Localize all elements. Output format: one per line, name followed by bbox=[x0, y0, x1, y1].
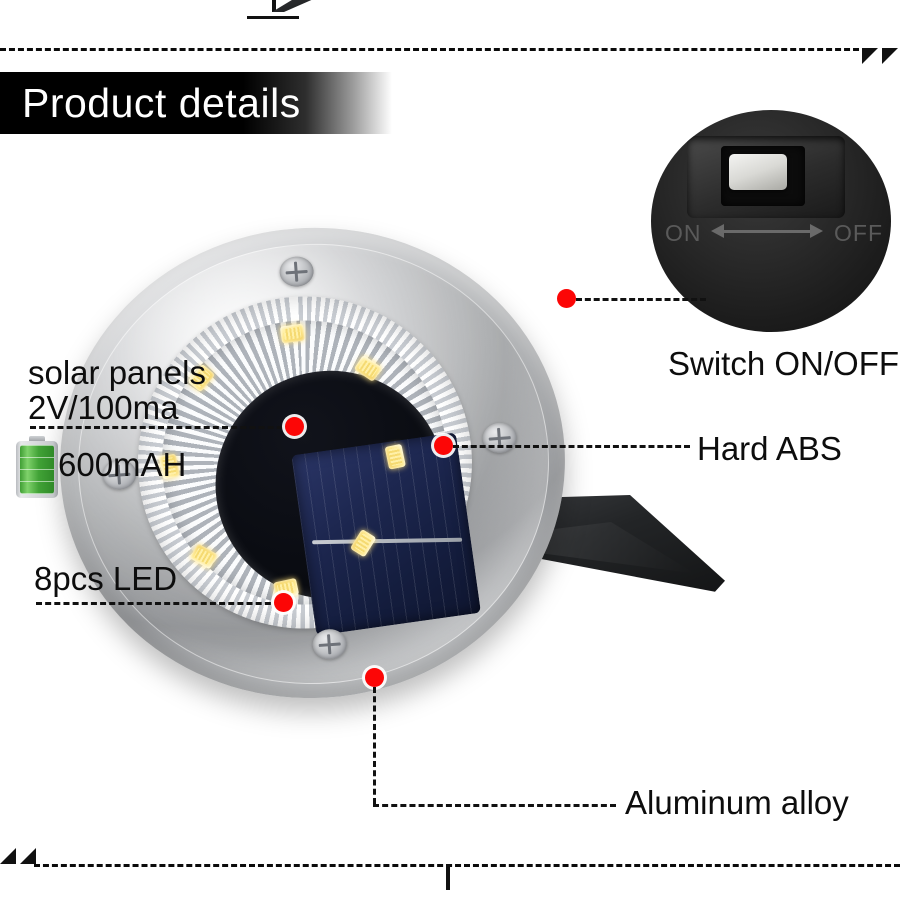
callout-solar-panels-line1: solar panels bbox=[28, 354, 206, 391]
callout-hard-abs: Hard ABS bbox=[697, 430, 842, 467]
leader-line-aluminum-horizontal bbox=[373, 804, 616, 807]
corner-mark-top-right-2 bbox=[882, 48, 898, 64]
callout-aluminum-alloy: Aluminum alloy bbox=[625, 784, 849, 821]
double-arrow-icon bbox=[711, 224, 823, 238]
leader-line-hard-abs bbox=[453, 445, 690, 448]
corner-mark-top-right-1 bbox=[862, 48, 878, 64]
switch-on-label: ON bbox=[665, 220, 702, 246]
top-right-stake-remnant bbox=[272, 0, 322, 12]
solar-busbar bbox=[312, 537, 463, 545]
callout-leds: 8pcs LED bbox=[34, 560, 178, 597]
top-stake-bar bbox=[247, 16, 299, 19]
leader-line-aluminum-vertical bbox=[373, 687, 376, 804]
bottom-center-tick bbox=[446, 864, 450, 890]
callout-battery-capacity: 600mAH bbox=[58, 446, 187, 483]
battery-fill bbox=[20, 445, 54, 494]
section-title-banner: Product details bbox=[0, 72, 392, 134]
hotspot-aluminum-alloy[interactable] bbox=[365, 668, 384, 687]
solar-panel bbox=[291, 432, 481, 636]
leader-line-solar-panels bbox=[30, 426, 292, 429]
leader-line-leds bbox=[36, 602, 280, 605]
led-chip bbox=[279, 323, 305, 344]
hotspot-solar-panels[interactable] bbox=[285, 417, 304, 436]
battery-icon bbox=[16, 436, 58, 498]
frame-top-dashed-line bbox=[0, 48, 868, 51]
switch-toggle[interactable] bbox=[729, 154, 787, 190]
corner-mark-bottom-left-1 bbox=[0, 848, 16, 864]
battery-cap bbox=[29, 436, 45, 442]
switch-detail-inset: ON OFF bbox=[651, 110, 891, 332]
callout-solar-panels-line2: 2V/100ma bbox=[28, 389, 179, 426]
page-title: Product details bbox=[22, 79, 301, 126]
top-center-tick bbox=[272, 0, 276, 12]
hotspot-leds[interactable] bbox=[274, 593, 293, 612]
switch-well bbox=[721, 146, 805, 206]
switch-housing bbox=[687, 136, 845, 218]
corner-mark-bottom-left-2 bbox=[20, 848, 36, 864]
leader-line-switch bbox=[576, 298, 706, 301]
frame-bottom-dashed-line bbox=[34, 864, 900, 867]
switch-off-label: OFF bbox=[834, 220, 883, 246]
hotspot-switch[interactable] bbox=[557, 289, 576, 308]
hotspot-hard-abs[interactable] bbox=[434, 436, 453, 455]
callout-switch: Switch ON/OFF bbox=[668, 345, 900, 382]
battery-body bbox=[16, 441, 58, 498]
lens-center-well bbox=[207, 363, 481, 636]
